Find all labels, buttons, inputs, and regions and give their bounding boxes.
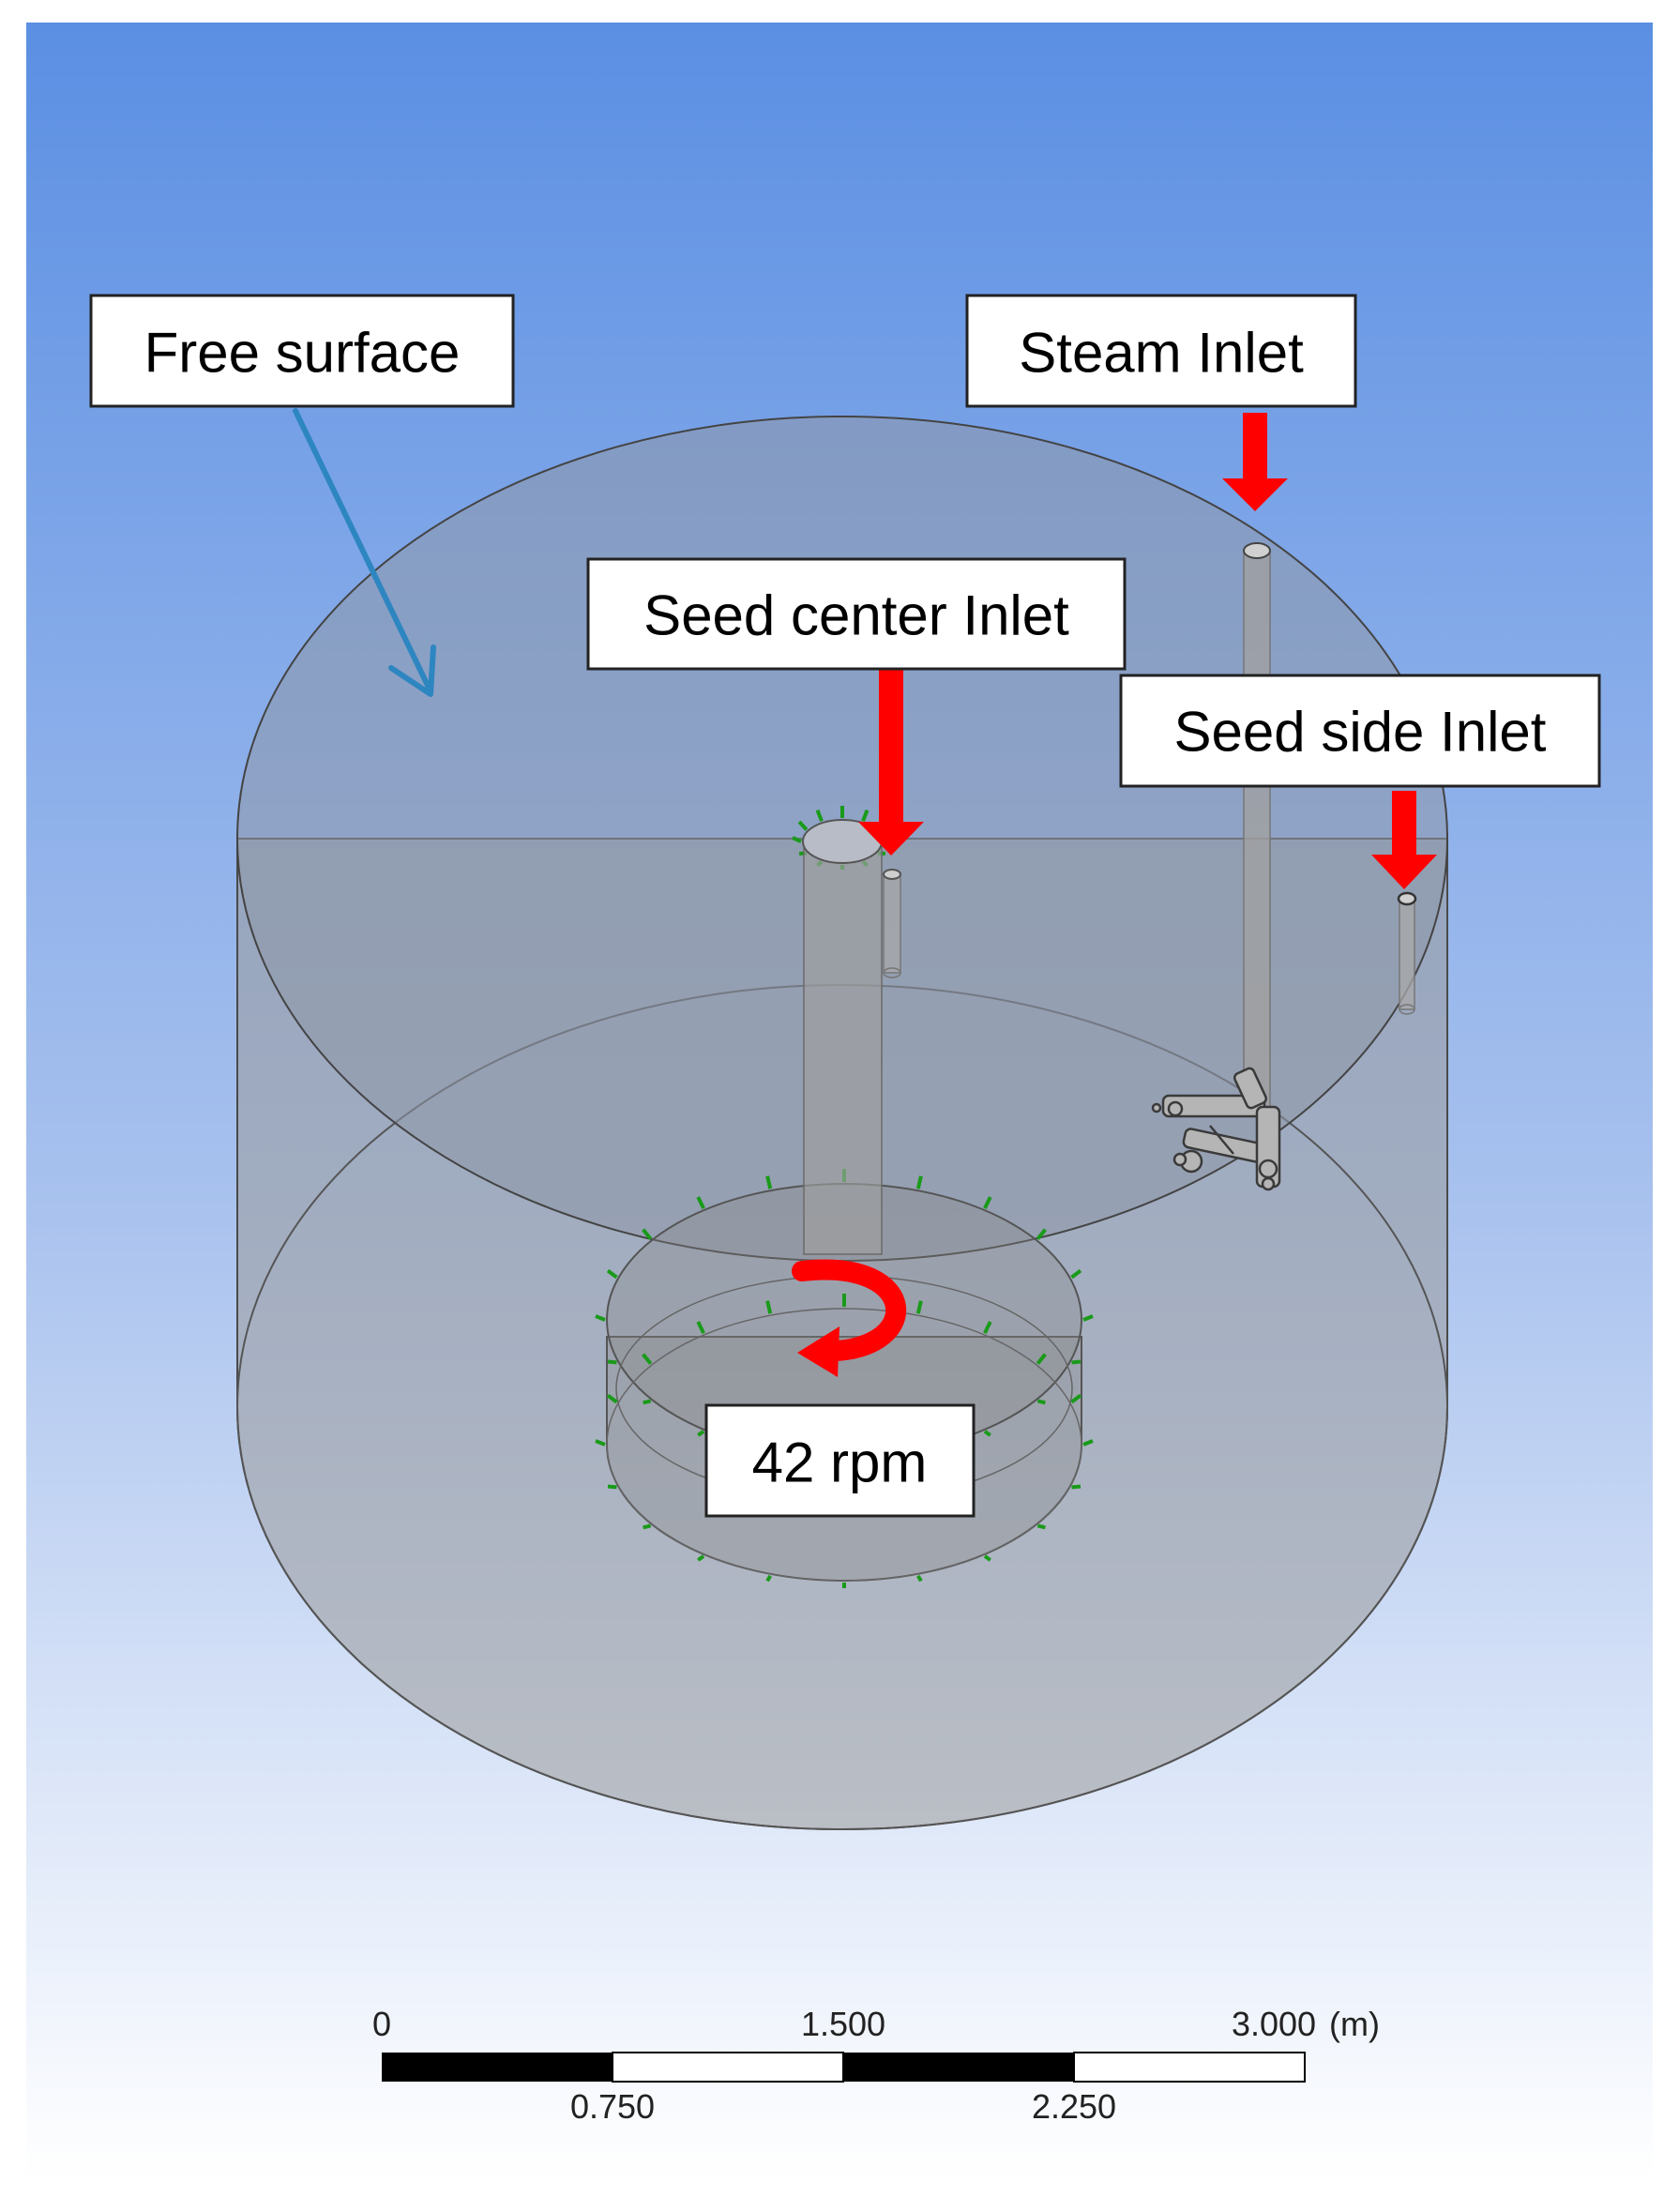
- label-steam-inlet: Steam Inlet: [965, 294, 1357, 408]
- label-free-surface-text: Free surface: [144, 322, 461, 385]
- seed-side-pipe-top: [1397, 891, 1417, 906]
- rotating-zone-marker: [1082, 1439, 1094, 1447]
- label-seed-center-inlet: Seed center Inlet: [586, 557, 1127, 671]
- rotating-zone-marker: [595, 1439, 606, 1447]
- label-seed-side-inlet: Seed side Inlet: [1119, 674, 1601, 788]
- rotation-arrow-icon: [792, 1259, 907, 1362]
- rotating-zone-marker: [643, 1399, 652, 1405]
- scale-tick-bottom-0: 0.750: [570, 2087, 655, 2126]
- rotating-zone-marker: [1071, 1484, 1082, 1490]
- rotating-zone-marker: [1036, 1523, 1046, 1530]
- steam-inlet-arrow-icon: [1222, 413, 1288, 511]
- scale-tick-top-0: 0: [372, 2005, 391, 2043]
- scale-bar-segment-2: [612, 2052, 844, 2083]
- seed-side-pipe-body: [1399, 898, 1415, 1010]
- rotating-zone-marker: [765, 1175, 773, 1189]
- label-steam-inlet-text: Steam Inlet: [1019, 322, 1304, 385]
- seed-side-inlet-arrow-icon: [1371, 791, 1437, 889]
- scale-bar-segment-1: [382, 2053, 613, 2082]
- scale-tick-top-1: 1.500: [801, 2005, 885, 2043]
- label-seed-side-inlet-text: Seed side Inlet: [1174, 701, 1547, 764]
- rotating-zone-marker: [642, 1228, 653, 1240]
- rotating-zone-marker: [765, 1300, 773, 1314]
- rotating-zone-marker: [765, 1574, 772, 1583]
- shaft-marker: [797, 820, 809, 831]
- seed-side-pipe-bottom: [1399, 1004, 1415, 1015]
- scale-tick-bottom-1: 2.250: [1032, 2087, 1116, 2126]
- rotating-zone-marker: [697, 1554, 705, 1562]
- seed-center-tube: [883, 873, 901, 974]
- rotating-zone-marker: [1036, 1399, 1046, 1405]
- seed-side-pipe: [1397, 891, 1417, 1015]
- rotating-zone-marker: [643, 1523, 652, 1530]
- rotating-zone-marker: [1071, 1359, 1082, 1365]
- steam-pipe: [1243, 542, 1271, 1113]
- rotating-zone-marker: [915, 1300, 923, 1314]
- steam-sparger-assembly: [1151, 1067, 1281, 1191]
- label-seed-center-inlet-text: Seed center Inlet: [643, 584, 1069, 647]
- shaft-marker: [815, 809, 824, 823]
- rotating-zone-marker: [1070, 1268, 1082, 1280]
- rotating-zone-marker: [642, 1353, 653, 1365]
- label-free-surface: Free surface: [89, 294, 515, 408]
- rotating-zone-marker: [606, 1268, 618, 1280]
- seed-center-pipe: [802, 819, 901, 1255]
- seed-center-tube-bottom: [883, 967, 901, 978]
- rotating-zone-marker: [983, 1196, 992, 1209]
- rotating-zone-marker: [606, 1393, 618, 1404]
- rotating-zone-marker: [1082, 1314, 1094, 1322]
- shaft-marker: [792, 836, 802, 843]
- steam-pipe-body: [1243, 550, 1271, 1113]
- rotating-zone-marker: [607, 1359, 617, 1365]
- rotating-zone-marker: [1036, 1353, 1047, 1365]
- shaft-body: [803, 841, 883, 1255]
- free-surface-arrow-icon: [293, 408, 436, 697]
- rotating-zone-marker: [1070, 1393, 1082, 1404]
- seed-center-inlet-arrow-icon: [858, 669, 924, 856]
- rotating-zone-marker: [697, 1430, 705, 1437]
- rotating-zone-bottom: [606, 1308, 1082, 1582]
- rotating-zone-marker: [915, 1175, 923, 1189]
- rotating-zone-marker: [983, 1554, 991, 1562]
- rotating-zone-marker: [696, 1196, 705, 1209]
- scale-bar-segment-3: [843, 2053, 1074, 2082]
- rotating-zone-marker: [595, 1314, 606, 1322]
- rotating-zone-marker: [696, 1321, 705, 1334]
- rotation-arrowhead-icon: [797, 1326, 840, 1377]
- rotating-zone-marker: [983, 1430, 991, 1437]
- rotating-zone-marker: [1036, 1228, 1047, 1240]
- rotating-zone-marker: [983, 1321, 992, 1334]
- inlet-arrows: [858, 413, 1437, 889]
- scale-bar: 0 1.500 3.000 (m) 0.750 2.250: [372, 2005, 1380, 2126]
- steam-pipe-top: [1243, 542, 1271, 559]
- label-rotation-speed-text: 42 rpm: [752, 1432, 928, 1494]
- scale-bar-segment-4: [1073, 2052, 1306, 2083]
- rotating-zone-marker: [607, 1484, 617, 1490]
- label-rotation-speed: 42 rpm: [704, 1403, 976, 1518]
- scale-unit: (m): [1329, 2005, 1380, 2043]
- seed-center-tube-top: [883, 869, 901, 880]
- shaft-marker: [861, 809, 870, 823]
- rotating-zone-marker: [916, 1574, 923, 1583]
- scale-tick-top-2: 3.000: [1232, 2005, 1316, 2043]
